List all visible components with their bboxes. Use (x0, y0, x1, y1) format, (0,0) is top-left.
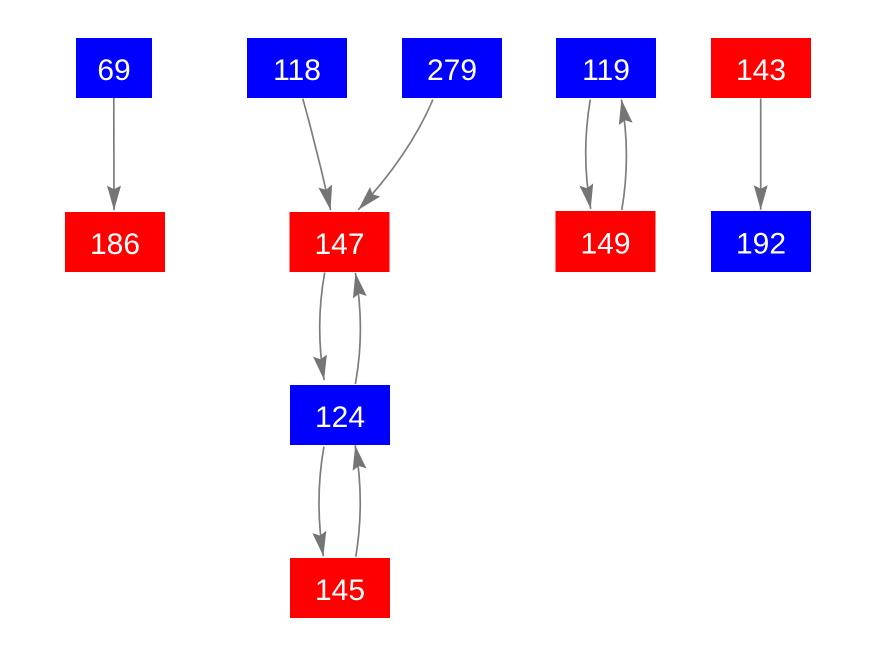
svg-text:279: 279 (427, 54, 477, 87)
svg-text:149: 149 (580, 228, 630, 261)
svg-text:145: 145 (315, 574, 365, 607)
svg-text:147: 147 (314, 228, 364, 261)
svg-text:118: 118 (273, 54, 321, 87)
svg-text:124: 124 (315, 401, 365, 434)
svg-text:192: 192 (736, 228, 786, 261)
svg-text:143: 143 (736, 54, 786, 87)
svg-text:69: 69 (97, 54, 130, 87)
svg-text:186: 186 (90, 228, 140, 261)
svg-text:119: 119 (582, 54, 630, 87)
